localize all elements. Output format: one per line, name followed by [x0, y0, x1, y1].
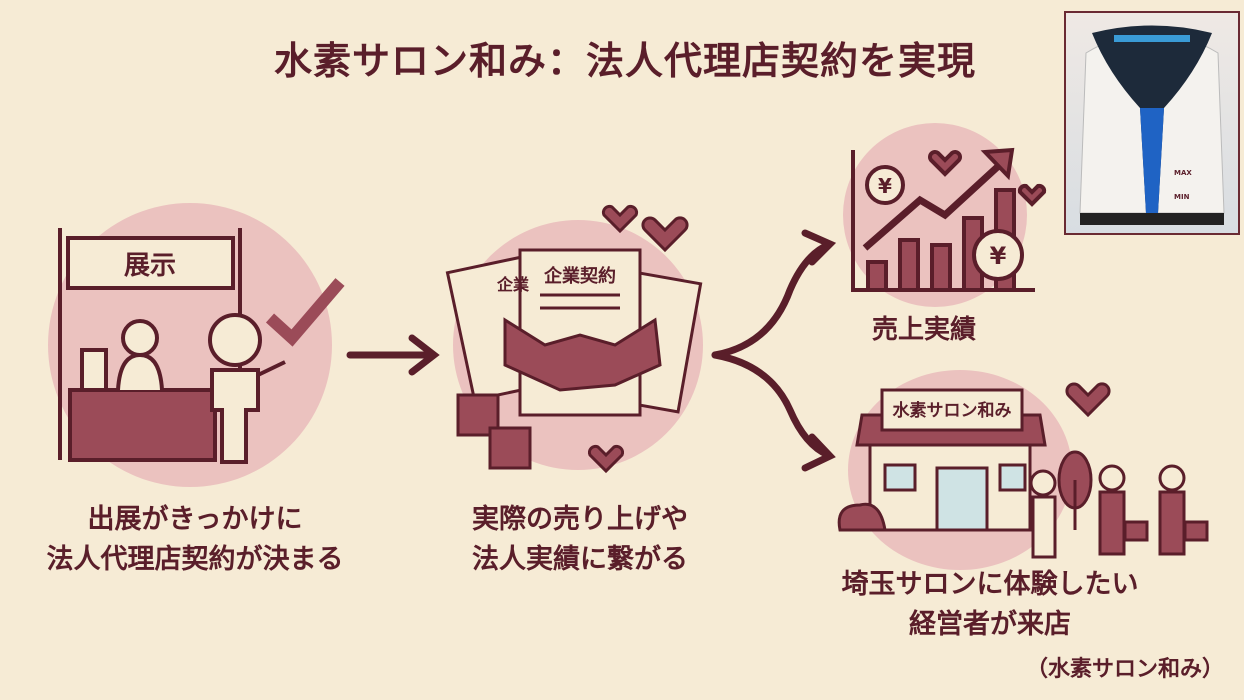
booth-sign: 展示 — [124, 251, 176, 281]
contract-handshake-icon — [445, 204, 703, 474]
outcome2-note: （水素サロン和み） — [1025, 657, 1224, 682]
step2-caption: 実際の売り上げや 法人実績に繋がる — [420, 500, 740, 580]
caption-line: 埼玉サロンに体験したい — [841, 569, 1139, 600]
yen-icon: ¥ — [990, 242, 1007, 270]
caption-line: 実際の売り上げや — [472, 504, 688, 535]
step1-caption: 出展がきっかけに 法人代理店契約が決まる — [0, 500, 390, 580]
yen-icon: ¥ — [878, 174, 892, 198]
doc-label-2: 企業契約 — [543, 265, 616, 287]
salon-sign: 水素サロン和み — [893, 400, 1012, 421]
max-label: MAX — [1174, 169, 1192, 177]
caption-line: 出展がきっかけに — [87, 504, 303, 535]
caption-line: 法人代理店契約が決まる — [46, 544, 344, 575]
caption-line: 経営者が来店 — [909, 609, 1071, 640]
arrow-right-icon — [346, 334, 440, 376]
sales-chart-icon — [851, 147, 1047, 292]
page-title: 水素サロン和み：法人代理店契約を実現 — [273, 39, 976, 83]
booth-icon — [58, 228, 345, 464]
doc-label-1: 企業 — [496, 275, 530, 294]
outcome2-caption: 埼玉サロンに体験したい 経営者が来店 — [790, 565, 1190, 645]
min-label: MIN — [1174, 193, 1190, 201]
salon-shop-icon — [837, 382, 1209, 559]
hydrogen-generator-photo: MAX MIN — [1064, 11, 1240, 235]
outcome1-label: 売上実績 — [872, 314, 976, 345]
caption-line: 法人実績に繋がる — [472, 544, 688, 575]
branch-arrows-icon — [711, 229, 837, 472]
